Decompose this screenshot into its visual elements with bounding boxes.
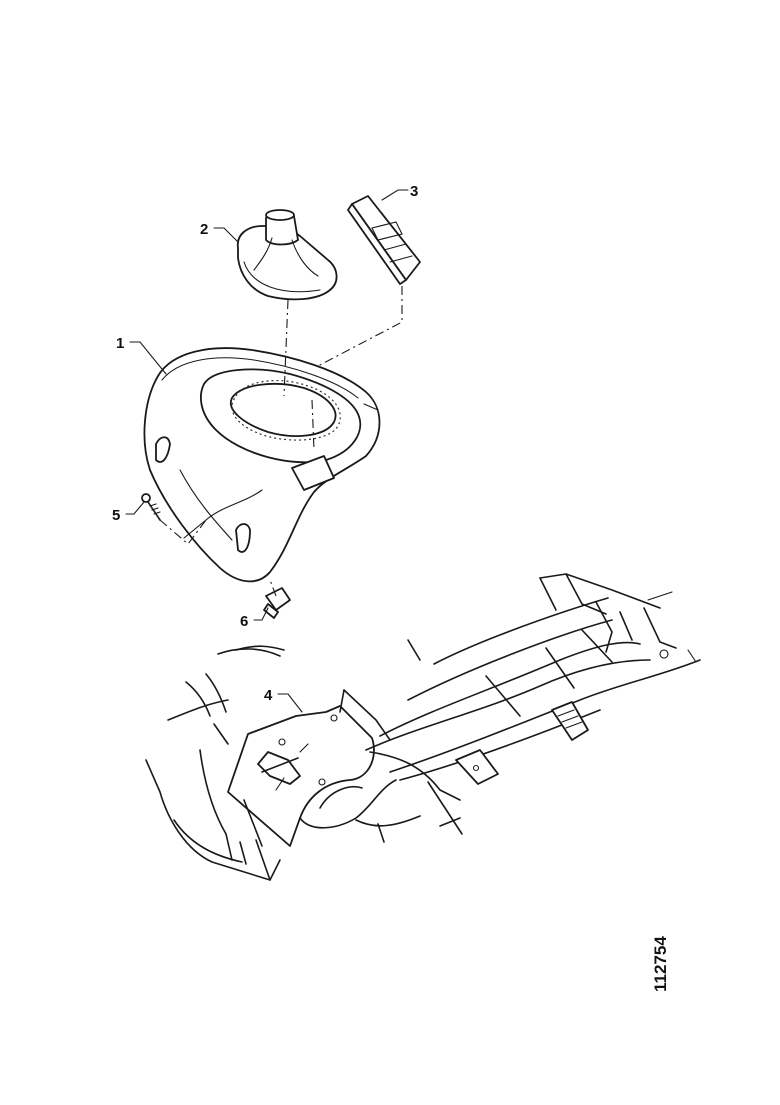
callout-4: 4	[264, 687, 273, 704]
reference-number: 112754	[651, 936, 670, 992]
callout-numbers: 1 2 3 4 5 6	[112, 183, 418, 704]
part-3-bracket	[347, 195, 421, 285]
callout-2: 2	[200, 221, 208, 238]
vehicle-structure	[145, 573, 701, 881]
part-5-screw	[141, 493, 161, 521]
part-1-console	[143, 347, 381, 583]
assembly-lines	[159, 286, 403, 597]
part-6-clip	[263, 587, 291, 619]
callout-5: 5	[112, 507, 120, 524]
leader-lines	[125, 189, 409, 713]
part-2-boot	[236, 209, 338, 301]
callout-1: 1	[116, 335, 124, 352]
part-4-plate	[227, 705, 375, 847]
callout-3: 3	[410, 183, 418, 200]
callout-6: 6	[240, 613, 248, 630]
